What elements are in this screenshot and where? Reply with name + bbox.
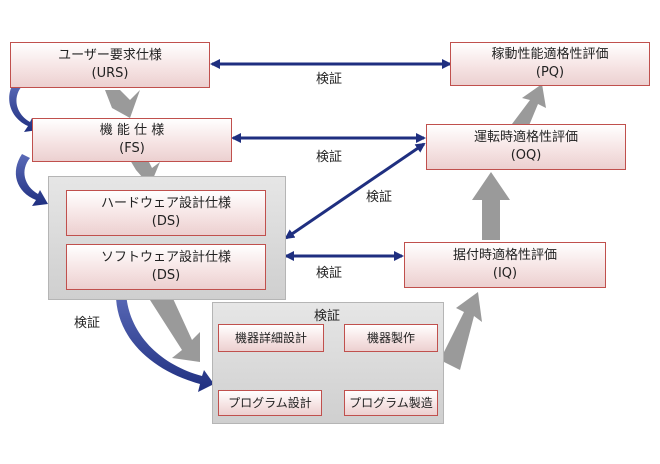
prog-design-box: プログラム設計 [218, 390, 322, 416]
sw-ds-code: (DS) [151, 268, 181, 283]
pq-title: 稼動性能適格性評価 [491, 47, 609, 62]
hw-ds-code: (DS) [151, 214, 181, 229]
sw-ds-box: ソフトウェア設計仕様 (DS) [66, 244, 266, 290]
flow-arrow-oq-pq [512, 84, 546, 128]
swoosh-arrow-urs-fs [9, 82, 38, 132]
sw-ds-title: ソフトウェア設計仕様 [100, 250, 231, 265]
pq-box: 稼動性能適格性評価 (PQ) [450, 42, 650, 86]
urs-code: (URS) [91, 66, 129, 81]
prog-design-label: プログラム設計 [228, 396, 312, 410]
oq-code: (OQ) [510, 148, 542, 163]
prog-make-box: プログラム製造 [344, 390, 438, 416]
prog-make-label: プログラム製造 [349, 396, 433, 410]
fs-title: 機 能 仕 様 [99, 123, 165, 138]
verify-arrow-ds-oq [284, 142, 426, 240]
equip-design-box: 機器詳細設計 [218, 324, 324, 352]
flow-arrow-urs-fs [105, 90, 140, 118]
fs-code: (FS) [119, 141, 145, 156]
verify-label-left: 検証 [74, 316, 101, 331]
iq-title: 据付時適格性評価 [452, 248, 557, 263]
verify-label-ds-oq: 検証 [366, 190, 393, 205]
verify-label-ds-iq: 検証 [316, 266, 343, 281]
verify-label-fs-oq: 検証 [316, 150, 343, 165]
iq-code: (IQ) [492, 266, 518, 281]
verify-label-build: 検証 [314, 309, 341, 324]
equip-make-box: 機器製作 [344, 324, 438, 352]
pq-code: (PQ) [535, 65, 565, 80]
urs-box: ユーザー要求仕様 (URS) [10, 42, 210, 88]
equip-design-label: 機器詳細設計 [234, 331, 307, 345]
equip-make-label: 機器製作 [366, 331, 415, 345]
flow-arrow-build-iq [440, 292, 482, 370]
oq-box: 運転時適格性評価 (OQ) [426, 124, 626, 170]
hw-ds-box: ハードウェア設計仕様 (DS) [66, 190, 266, 236]
fs-box: 機 能 仕 様 (FS) [32, 118, 232, 162]
verify-label-urs-pq: 検証 [316, 72, 343, 87]
swoosh-arrow-fs-ds [15, 154, 49, 206]
hw-ds-title: ハードウェア設計仕様 [100, 196, 231, 211]
urs-title: ユーザー要求仕様 [58, 48, 162, 63]
flow-arrow-iq-oq [472, 172, 510, 240]
swoosh-arrow-ds-build [115, 290, 214, 392]
iq-box: 据付時適格性評価 (IQ) [404, 242, 606, 288]
oq-title: 運転時適格性評価 [473, 130, 578, 145]
flow-arrow-ds-build [150, 292, 200, 362]
